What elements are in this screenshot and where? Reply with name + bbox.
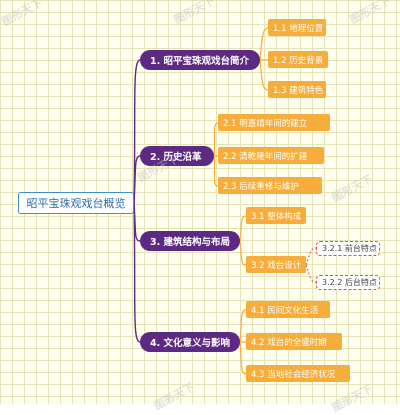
topic-2-2[interactable]: 2.2 清乾隆年间的扩建 [218,147,324,164]
subtopic-3-2-1[interactable]: 3.2.1 前台特点 [316,241,380,256]
topic-1-3[interactable]: 1.3 建筑特色 [268,81,326,98]
branch-1-node[interactable]: 1. 昭平宝珠观戏台简介 [140,50,260,70]
link-root-b2 [133,155,141,204]
topic-1-2[interactable]: 1.2 历史背景 [268,51,328,68]
branch-2-node[interactable]: 2. 历史沿革 [140,146,214,166]
link-root-b1 [133,59,141,204]
topic-3-1[interactable]: 3.1 整体构成 [246,207,306,224]
branch-4-node[interactable]: 4. 文化意义与影响 [140,332,240,352]
topic-4-2[interactable]: 4.2 戏台的全盛时期 [246,333,342,350]
root-node[interactable]: 昭平宝珠观戏台概览 [18,192,134,214]
link-root-b4 [133,202,141,343]
topic-4-3[interactable]: 4.3 当地社会经济状况 [246,365,350,382]
topic-2-3[interactable]: 2.3 后续重修与维护 [218,177,322,194]
connector-lines [133,27,317,375]
topic-1-1[interactable]: 1.1 地理位置 [268,19,326,36]
topic-4-1[interactable]: 4.1 民间文化生活 [246,301,330,318]
branch-3-node[interactable]: 3. 建筑结构与布局 [140,231,240,251]
subtopic-3-2-2[interactable]: 3.2.2 后台特点 [316,275,380,290]
topic-3-2[interactable]: 3.2 戏台设计 [246,256,306,273]
topic-2-1[interactable]: 2.1 明嘉靖年间的建立 [218,114,330,131]
